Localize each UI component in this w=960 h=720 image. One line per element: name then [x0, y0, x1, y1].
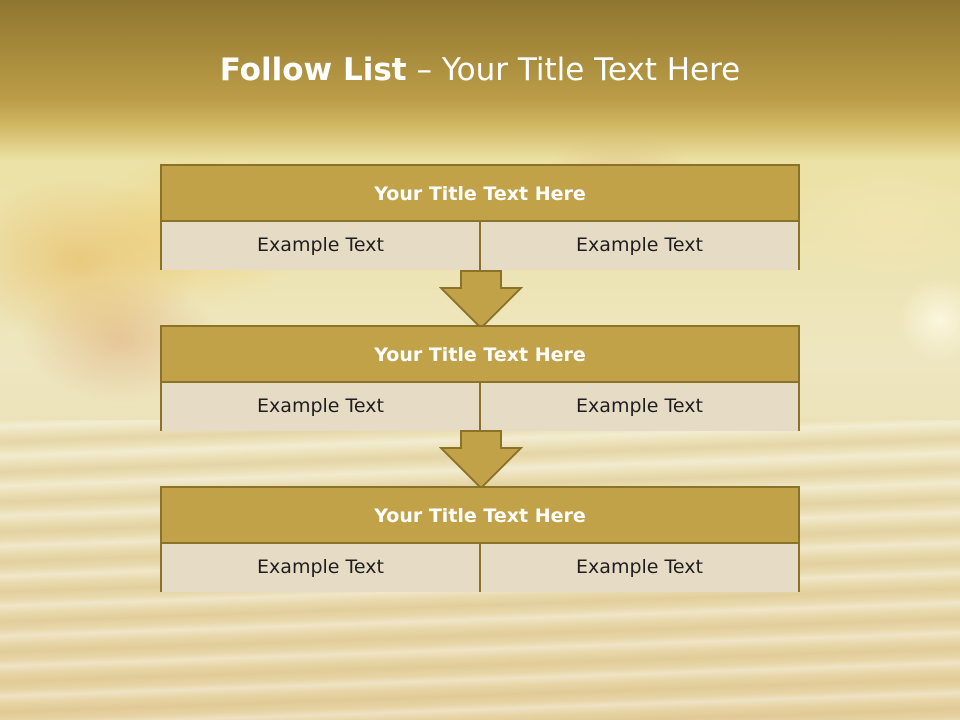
arrow-down-icon [439, 270, 523, 330]
box-cells: Example Text Example Text [162, 383, 798, 431]
cell-right: Example Text [479, 222, 798, 270]
title-rest: – Your Title Text Here [406, 52, 741, 88]
box-title: Your Title Text Here [162, 166, 798, 222]
cell-left: Example Text [162, 544, 479, 592]
cell-left: Example Text [162, 222, 479, 270]
list-box-3: Your Title Text Here Example Text Exampl… [160, 486, 800, 592]
box-cells: Example Text Example Text [162, 222, 798, 270]
header-band [0, 0, 960, 160]
cell-right: Example Text [479, 544, 798, 592]
list-box-2: Your Title Text Here Example Text Exampl… [160, 325, 800, 431]
list-box-1: Your Title Text Here Example Text Exampl… [160, 164, 800, 270]
slide-title: Follow List – Your Title Text Here [0, 52, 960, 88]
box-title: Your Title Text Here [162, 327, 798, 383]
box-title: Your Title Text Here [162, 488, 798, 544]
arrow-down-icon [439, 430, 523, 490]
box-cells: Example Text Example Text [162, 544, 798, 592]
title-bold: Follow List [219, 52, 407, 88]
cell-left: Example Text [162, 383, 479, 431]
cell-right: Example Text [479, 383, 798, 431]
